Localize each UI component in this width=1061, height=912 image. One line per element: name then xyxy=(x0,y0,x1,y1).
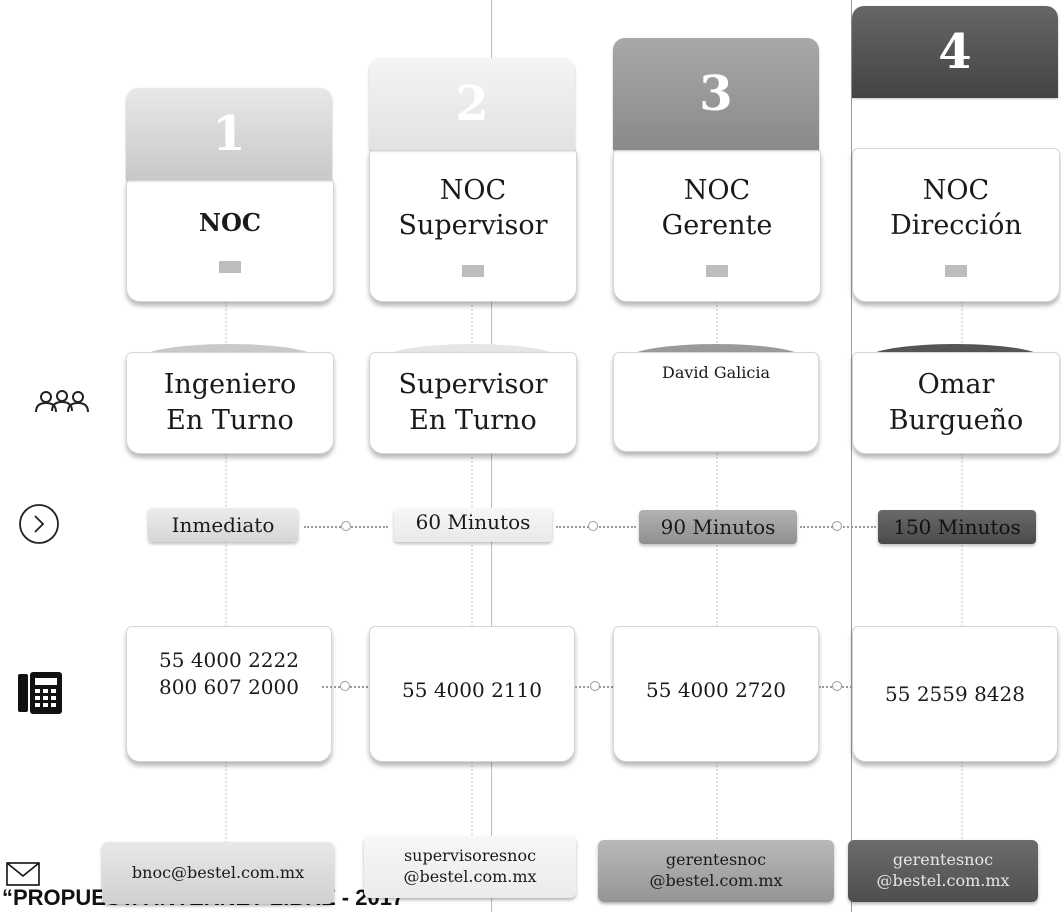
level-title-card: NOC Gerente xyxy=(613,148,821,302)
level-title: Dirección xyxy=(890,210,1022,241)
level-title: NOC xyxy=(683,174,751,206)
level-title-card: NOC Supervisor xyxy=(369,148,577,302)
person-name: En Turno xyxy=(166,405,294,436)
email-box: bnoc@bestel.com.mx xyxy=(102,842,334,904)
level-number-tab: 2 xyxy=(369,58,575,150)
connector-node xyxy=(832,521,842,531)
phone-icon xyxy=(18,672,62,714)
level-marker xyxy=(219,260,241,273)
connector-node xyxy=(340,681,350,691)
phone-number: 55 2559 8428 xyxy=(885,682,1025,706)
person-name: Burgueño xyxy=(888,405,1024,436)
guide-line-4 xyxy=(961,290,963,850)
person-name: Ingeniero xyxy=(163,368,297,400)
scan-line xyxy=(851,0,852,912)
phone-number: 800 607 2000 xyxy=(159,675,299,699)
phone-number: 55 4000 2110 xyxy=(402,678,542,702)
level-title-card: NOC Dirección xyxy=(852,148,1060,302)
email-address: gerentesnoc xyxy=(665,850,767,870)
level-number-tab: 3 xyxy=(613,38,819,150)
level-number-tab: 1 xyxy=(126,88,332,180)
level-marker xyxy=(462,265,484,278)
people-icon xyxy=(34,388,90,416)
email-address: supervisoresnoc xyxy=(403,846,537,866)
level-number-tab: 4 xyxy=(852,6,1058,98)
level-title: NOC xyxy=(922,174,990,206)
envelope-icon xyxy=(6,862,40,886)
person-card: Supervisor En Turno xyxy=(369,352,577,454)
person-name: Omar xyxy=(917,368,995,400)
time-badge: 90 Minutos xyxy=(639,510,797,544)
email-box: supervisoresnoc @bestel.com.mx xyxy=(364,836,576,898)
level-title: Gerente xyxy=(661,210,773,241)
connector-node xyxy=(832,681,842,691)
level-title-card: NOC xyxy=(126,178,334,302)
level-title: NOC xyxy=(439,174,507,206)
connector-node xyxy=(341,521,351,531)
phone-number: 55 4000 2720 xyxy=(646,678,786,702)
arrow-circle-icon xyxy=(18,503,60,545)
phone-card: 55 2559 8428 xyxy=(852,626,1058,762)
person-card: Omar Burgueño xyxy=(852,352,1060,454)
guide-line-1 xyxy=(225,290,227,850)
time-badge: 150 Minutos xyxy=(878,510,1036,544)
email-address: @bestel.com.mx xyxy=(876,871,1010,890)
email-address: @bestel.com.mx xyxy=(403,867,537,886)
email-address: bnoc@bestel.com.mx xyxy=(131,862,305,882)
connector-node xyxy=(590,681,600,691)
email-address: gerentesnoc xyxy=(892,850,994,870)
time-badge: 60 Minutos xyxy=(394,508,552,542)
level-title: Supervisor xyxy=(398,210,548,241)
scan-line xyxy=(491,0,492,912)
person-name: David Galicia xyxy=(661,363,771,382)
email-box: gerentesnoc @bestel.com.mx xyxy=(598,840,834,902)
person-card: Ingeniero En Turno xyxy=(126,352,334,454)
email-address: @bestel.com.mx xyxy=(649,871,783,890)
email-box: gerentesnoc @bestel.com.mx xyxy=(848,840,1038,902)
guide-line-3 xyxy=(716,290,718,850)
level-marker xyxy=(706,265,728,278)
level-marker xyxy=(945,265,967,278)
guide-line-2 xyxy=(471,290,473,850)
person-card: David Galicia xyxy=(613,352,819,452)
connector-node xyxy=(588,521,598,531)
person-name: Supervisor xyxy=(398,368,548,400)
time-badge: Inmediato xyxy=(148,508,298,542)
phone-card: 55 4000 2222 800 607 2000 xyxy=(126,626,332,762)
person-name: En Turno xyxy=(409,405,537,436)
phone-card: 55 4000 2720 xyxy=(613,626,819,762)
level-title: NOC xyxy=(199,208,261,238)
phone-number: 55 4000 2222 xyxy=(159,648,299,672)
phone-card: 55 4000 2110 xyxy=(369,626,575,762)
